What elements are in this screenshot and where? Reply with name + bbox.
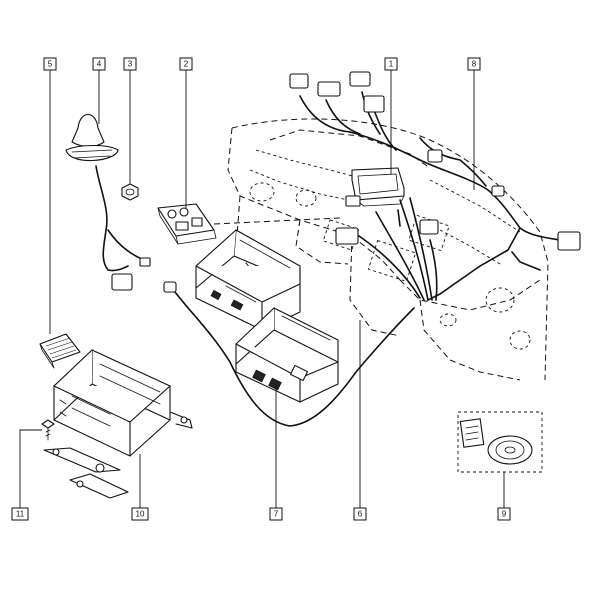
callout-label: 10	[136, 510, 145, 519]
callout-7: 7	[269, 507, 283, 521]
part-5-speaker	[39, 333, 81, 369]
callout-6: 6	[353, 507, 367, 521]
callout-label: 2	[184, 60, 189, 69]
callout-label: 7	[274, 510, 279, 519]
part-7-amplifier	[235, 307, 339, 403]
callout-label: 4	[97, 60, 102, 69]
part-8-harness	[289, 71, 581, 301]
callout-1: 1	[384, 57, 398, 71]
leader-lines	[19, 70, 505, 508]
callout-label: 3	[128, 60, 133, 69]
part-10-mounting-cage	[43, 349, 193, 499]
part-4-antenna	[65, 113, 151, 291]
part-1-display	[351, 167, 405, 207]
dashboard-outline	[227, 118, 549, 381]
callout-5: 5	[43, 57, 57, 71]
callout-9: 9	[497, 507, 511, 521]
callout-label: 5	[48, 60, 53, 69]
part-9-software-kit	[457, 411, 543, 473]
part-11-screw	[41, 419, 55, 441]
callout-2: 2	[179, 57, 193, 71]
callout-3: 3	[123, 57, 137, 71]
callout-label: 6	[358, 510, 363, 519]
callout-10: 10	[131, 507, 149, 521]
callout-label: 8	[472, 60, 477, 69]
callout-8: 8	[467, 57, 481, 71]
callout-4: 4	[92, 57, 106, 71]
callout-11: 11	[11, 507, 29, 521]
part-3-nut	[121, 183, 139, 201]
callout-label: 9	[502, 510, 507, 519]
callout-label: 11	[16, 510, 25, 519]
part-2-switch-panel	[157, 203, 341, 245]
callout-label: 1	[389, 60, 394, 69]
